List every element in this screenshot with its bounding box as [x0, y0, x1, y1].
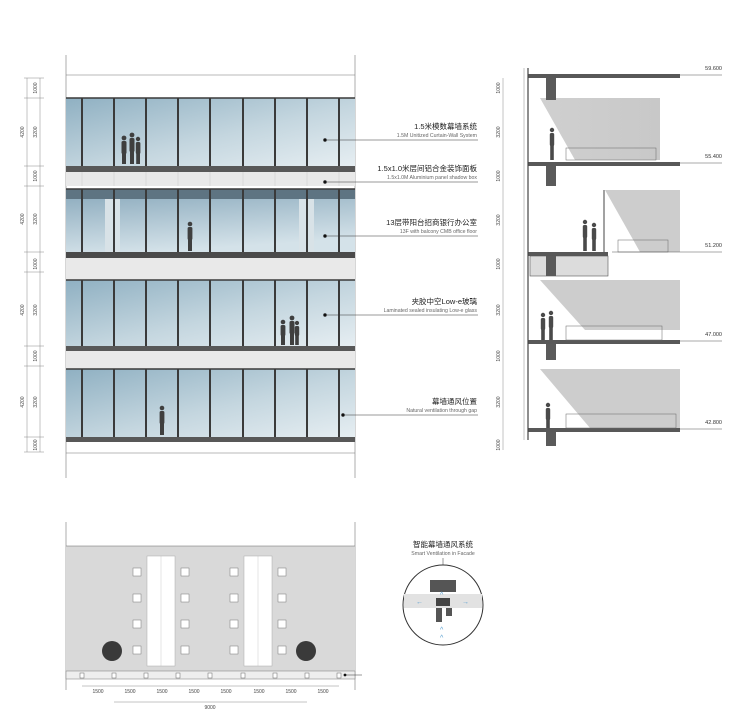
slab-band-2	[66, 252, 355, 258]
dim-label: 1000	[33, 82, 39, 93]
plan-mullion-marks	[79, 672, 342, 679]
dim-label: 3200	[496, 396, 502, 407]
detail-title-cn: 智能幕墙通风系统	[413, 539, 473, 549]
balcony-slab-detail	[529, 255, 609, 277]
transoms	[66, 97, 355, 370]
dim-ticks	[24, 77, 44, 453]
plan: 1500 1500 1500 1500 1500 1500 1500 1500 …	[65, 522, 362, 711]
annotation-en: 1.5x1.0M Aluminium panel shadow box	[387, 175, 477, 181]
slab-band-4	[66, 437, 355, 442]
annotation-cn: 1.5x1.0米层间铝合金装饰面板	[377, 163, 477, 173]
dim-label: 1000	[33, 258, 39, 269]
dim-label-total: 9000	[204, 705, 215, 711]
dim-label: 1000	[33, 350, 39, 361]
dim-label: 1000	[496, 439, 502, 450]
annotation-leaders	[323, 138, 478, 417]
dim-label: 3200	[33, 213, 39, 224]
dim-label: 1500	[220, 689, 231, 695]
dim-label: 4200	[20, 213, 26, 224]
dim-label: 1000	[496, 258, 502, 269]
dim-label: 3200	[496, 304, 502, 315]
slab-band-3	[66, 346, 355, 351]
dim-label: 3200	[33, 304, 39, 315]
svg-text:^: ^	[440, 635, 444, 642]
dim-label: 4200	[20, 304, 26, 315]
section-shadow-3	[540, 280, 680, 330]
detail-title-en: Smart Ventilation in Facade	[411, 551, 475, 557]
section-people	[540, 127, 597, 428]
level-labels: 59.600 55.400 51.200 47.000 42.800	[705, 66, 722, 426]
svg-text:^: ^	[440, 627, 444, 634]
level-label: 47.000	[705, 332, 722, 338]
dim-label: 1500	[253, 689, 264, 695]
section: 59.600 55.400 51.200 47.000 42.800 1000 …	[496, 66, 722, 451]
annotation-cn: 夹胶中空Low-e玻璃	[412, 296, 478, 306]
plan-tables	[146, 555, 273, 667]
annotation-en: Natural ventilation through gap	[406, 408, 477, 414]
dim-label: 1500	[124, 689, 135, 695]
dim-label: 1000	[33, 439, 39, 450]
elevation-dim-labels: 1000 4200 3200 1000 4200 3200 1000 4200 …	[20, 82, 39, 450]
detail-beam	[430, 580, 456, 592]
annotations: 1.5米模数幕墙系统 1.5M Unitized Curtain-Wall Sy…	[377, 121, 477, 414]
plan-dim-labels: 1500 1500 1500 1500 1500 1500 1500 1500 …	[92, 689, 328, 711]
level-label: 55.400	[705, 154, 722, 160]
section-shadow-4	[540, 369, 680, 428]
spandrel-panel-3	[66, 351, 355, 369]
annotation-cn: 幕墙通风位置	[432, 396, 477, 406]
annotation-en: 13F with balcony CMB office floor	[400, 229, 477, 235]
dim-label: 1500	[92, 689, 103, 695]
detail-vent-unit	[436, 598, 450, 606]
svg-text:→: →	[462, 599, 469, 606]
plan-column-left	[102, 641, 122, 661]
dim-label: 3200	[33, 396, 39, 407]
dim-label: 4200	[20, 396, 26, 407]
people-silhouettes	[121, 132, 300, 435]
annotation-cn: 1.5米模数幕墙系统	[414, 121, 477, 131]
plan-leader-dot	[343, 673, 347, 677]
spandrel-panel-1	[66, 172, 355, 186]
ventilation-detail: 智能幕墙通风系统 Smart Ventilation in Facade ←→ …	[402, 539, 484, 646]
dim-label: 1500	[188, 689, 199, 695]
dim-label: 1500	[317, 689, 328, 695]
detail-airflow-arrows: ←→ ^^^	[416, 592, 469, 642]
annotation-en: Laminated sealed insulating Low-e glass	[384, 308, 478, 314]
dim-label: 1000	[496, 350, 502, 361]
slab-band-1	[66, 166, 355, 172]
plan-column-right	[296, 641, 316, 661]
section-slabs	[528, 74, 680, 432]
section-shadow-2	[605, 190, 680, 252]
dim-label: 3200	[33, 126, 39, 137]
level-label: 59.600	[705, 66, 722, 72]
plan-chairs	[132, 567, 287, 655]
dim-label: 1000	[496, 82, 502, 93]
elevation: 1000 4200 3200 1000 4200 3200 1000 4200 …	[20, 55, 478, 478]
dim-label: 1000	[496, 170, 502, 181]
spandrel-joints	[81, 172, 340, 186]
level-lines	[612, 74, 722, 430]
mullions	[81, 98, 340, 437]
dim-label: 1500	[156, 689, 167, 695]
balcony-opening-left	[105, 199, 120, 252]
dim-label: 3200	[496, 214, 502, 225]
spandrel-panel-2	[66, 258, 355, 280]
svg-text:←: ←	[416, 599, 423, 606]
dim-label: 1000	[33, 170, 39, 181]
section-beams	[546, 78, 556, 446]
detail-vent-duct-left	[436, 608, 442, 622]
dim-label: 4200	[20, 126, 26, 137]
level-label: 42.800	[705, 420, 722, 426]
dim-label: 3200	[496, 126, 502, 137]
detail-vent-duct-right	[446, 608, 452, 616]
section-shadow-1	[540, 98, 660, 160]
svg-text:^: ^	[440, 592, 444, 599]
annotation-en: 1.5M Unitized Curtain-Wall System	[397, 133, 477, 139]
dim-label: 1500	[285, 689, 296, 695]
section-dim-labels: 1000 3200 1000 3200 1000 3200 1000 3200 …	[496, 82, 502, 450]
annotation-cn: 13层带阳台招商银行办公室	[386, 217, 477, 227]
level-label: 51.200	[705, 243, 722, 249]
